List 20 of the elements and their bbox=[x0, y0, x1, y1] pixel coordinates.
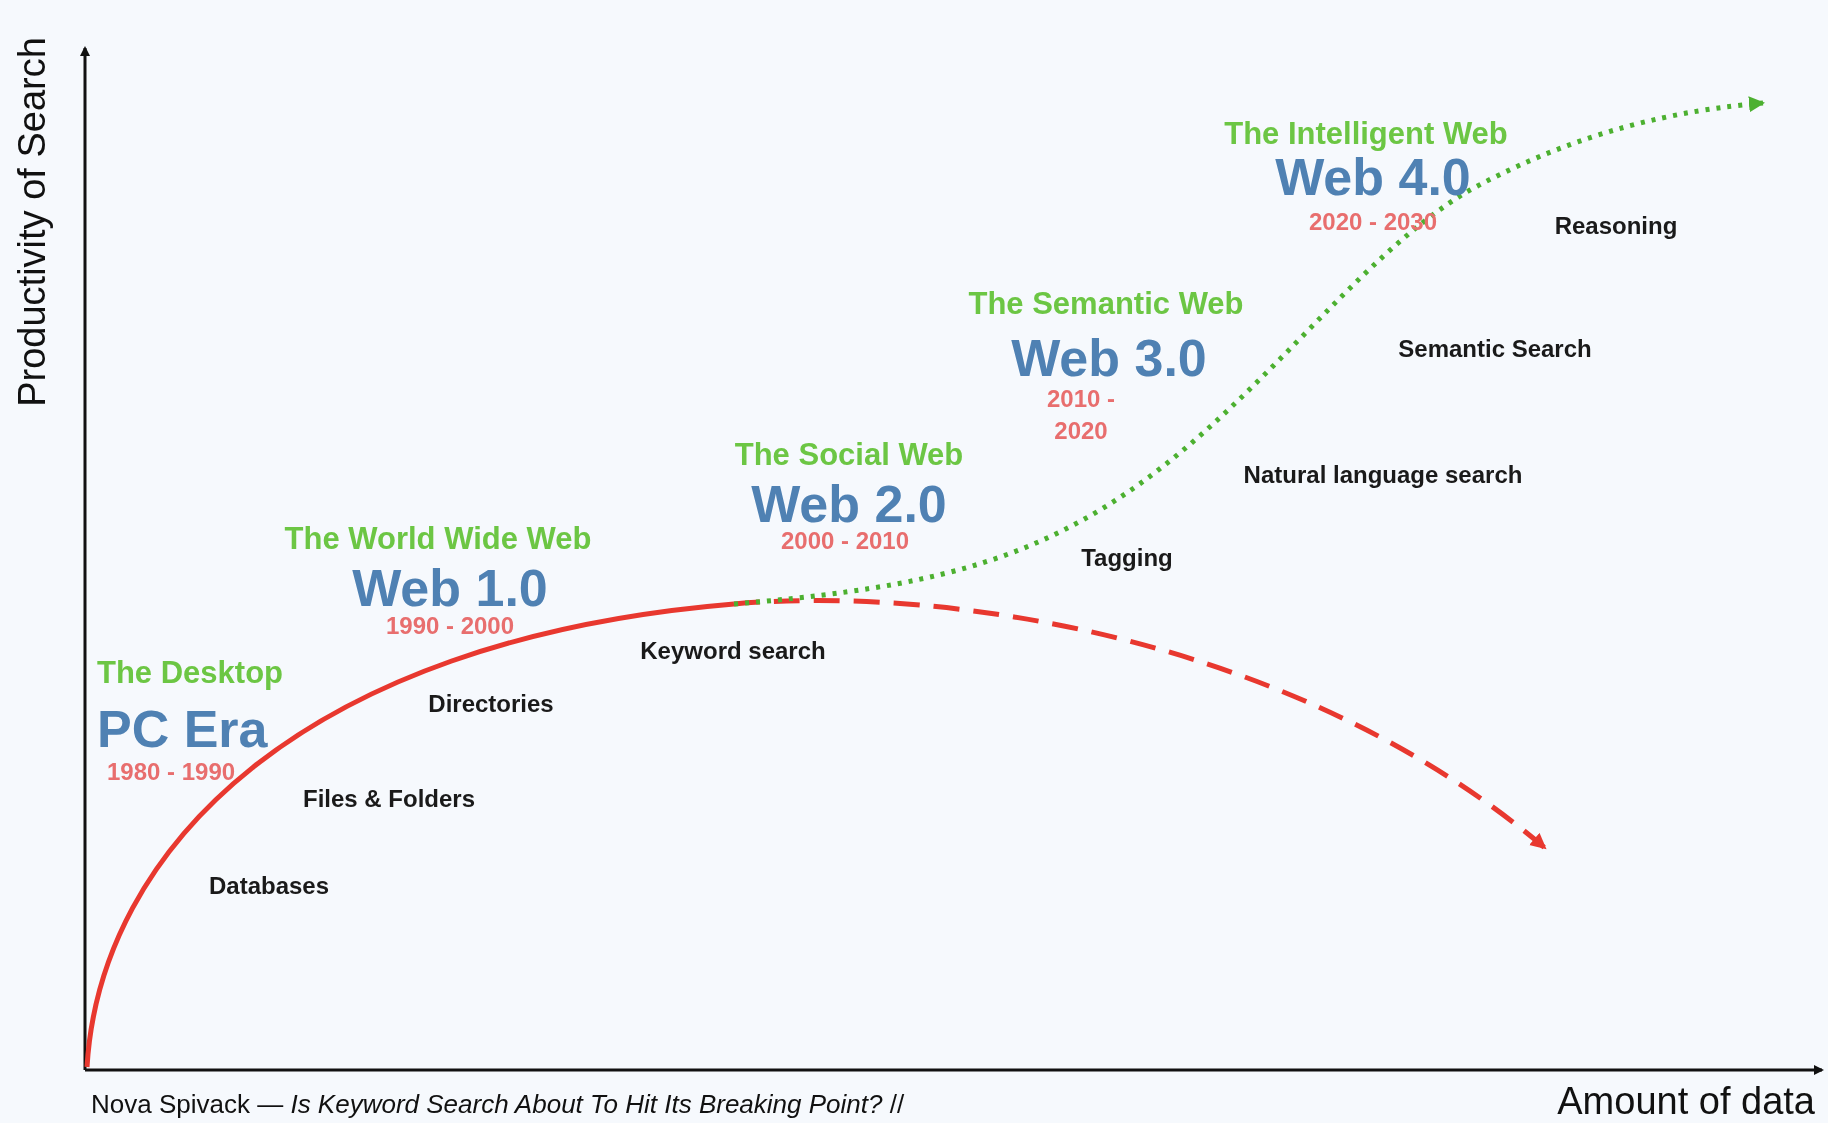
technology-label: Databases bbox=[208, 872, 330, 900]
axis-title: Amount of data bbox=[1557, 1081, 1815, 1123]
technology-label: Natural language search bbox=[1243, 461, 1523, 489]
era-title: The Desktop bbox=[97, 655, 284, 691]
technology-label: Files & Folders bbox=[303, 785, 475, 813]
technology-label: Keyword search bbox=[640, 637, 826, 665]
technology-label: Tagging bbox=[1081, 544, 1173, 572]
source-caption: Nova Spivack — Is Keyword Search About To Hit Its Breaking Point? // bbox=[91, 1089, 905, 1120]
version-label: PC Era bbox=[97, 701, 268, 759]
era-title: The Semantic Web bbox=[968, 286, 1244, 322]
technology-label: Directories bbox=[428, 690, 554, 718]
era-title: The World Wide Web bbox=[284, 521, 592, 557]
technology-label: Reasoning bbox=[1554, 212, 1678, 240]
year-range: 2000 - 2010 bbox=[780, 527, 910, 555]
era-title: The Social Web bbox=[734, 437, 964, 473]
technology-label: Semantic Search bbox=[1398, 335, 1592, 363]
year-range: 1980 - 1990 bbox=[107, 758, 236, 786]
year-range: 2020 - 2030 bbox=[1308, 208, 1438, 236]
axis-title: Productivity of Search bbox=[12, 37, 54, 407]
era-title: The Intelligent Web bbox=[1224, 116, 1508, 152]
